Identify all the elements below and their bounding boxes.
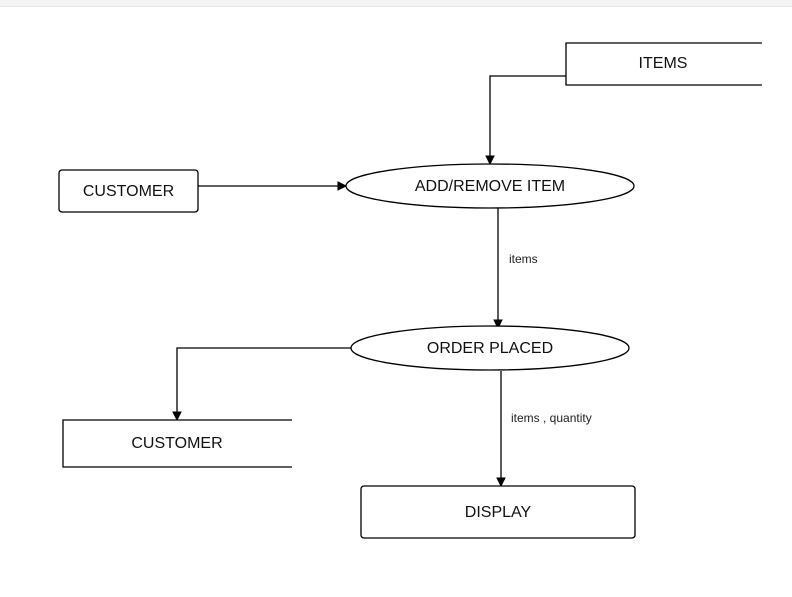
node-label-display: DISPLAY: [465, 504, 532, 521]
node-add-remove-item-process[interactable]: ADD/REMOVE ITEM: [345, 163, 635, 209]
node-label-items: ITEMS: [639, 55, 688, 72]
node-label-order-placed: ORDER PLACED: [427, 340, 553, 357]
edge-order-to-display: items , quantity: [496, 371, 592, 488]
node-label-customer-source: CUSTOMER: [83, 183, 174, 200]
node-label-customer-store: CUSTOMER: [131, 435, 222, 452]
top-toolbar-strip: [0, 0, 792, 7]
node-label-add-remove-item: ADD/REMOVE ITEM: [415, 178, 565, 195]
edge-customer-to-add-remove: [198, 181, 348, 191]
node-customer-store[interactable]: CUSTOMER: [62, 419, 292, 468]
node-display-entity[interactable]: DISPLAY: [360, 485, 636, 539]
edge-add-remove-to-order: items: [493, 208, 538, 330]
node-order-placed-process[interactable]: ORDER PLACED: [350, 325, 630, 371]
node-customer-entity[interactable]: CUSTOMER: [58, 169, 199, 213]
node-items-store[interactable]: ITEMS: [565, 42, 762, 86]
edge-items-to-add-remove: [485, 75, 566, 166]
edge-label-items: items: [509, 252, 538, 266]
edge-label-items-quantity: items , quantity: [511, 411, 592, 425]
edge-order-to-customer: [172, 347, 352, 422]
